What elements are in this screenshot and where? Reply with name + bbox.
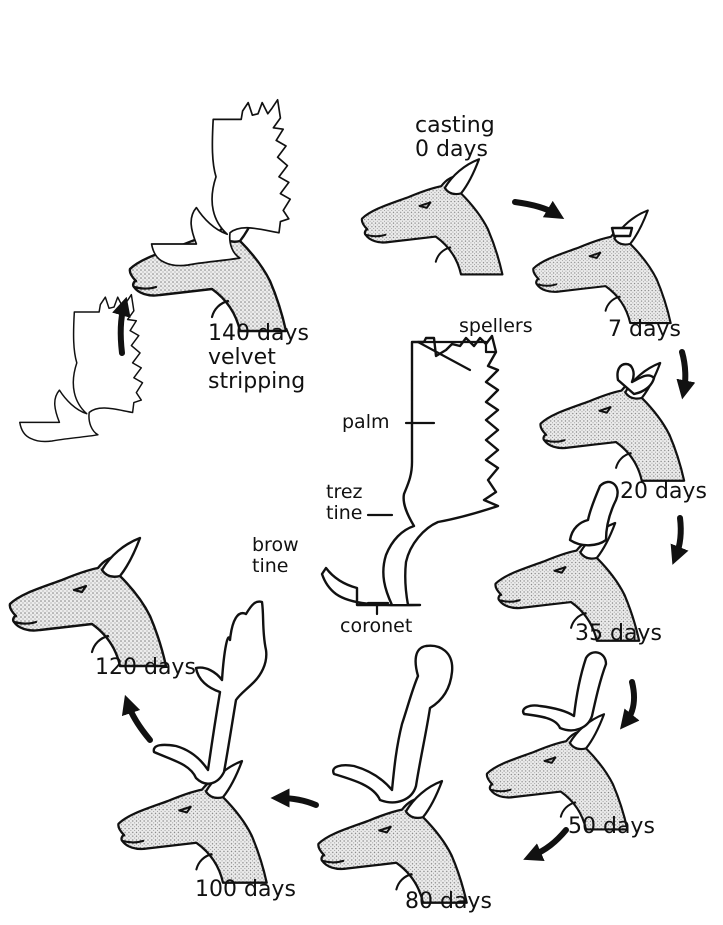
part-label-line: tine	[252, 556, 299, 577]
stage-label-line: 20 days	[620, 480, 707, 504]
head-stage-7-days	[533, 210, 670, 323]
head-stage-0-days	[362, 159, 503, 274]
part-label-trez-tine: trez tine	[326, 482, 363, 524]
stage-label-50-days: 50 days	[568, 815, 655, 839]
stage-label-line: 7 days	[608, 318, 681, 342]
head-stage-80-days	[318, 646, 466, 903]
stage-label-line: 120 days	[95, 656, 196, 680]
part-label-palm: palm	[342, 412, 390, 433]
stage-label-7-days: 7 days	[608, 318, 681, 342]
stage-label-line: 100 days	[195, 878, 296, 902]
head-stage-50-days	[487, 652, 628, 829]
part-label-spellers: spellers	[459, 316, 533, 337]
stage-label-100-days: 100 days	[195, 878, 296, 902]
stage-label-80-days: 80 days	[405, 890, 492, 914]
stage-label-0-days: casting 0 days	[415, 114, 495, 162]
part-label-line: trez	[326, 482, 363, 503]
head-stage-140-days	[130, 100, 290, 331]
head-stage-35-days	[495, 482, 639, 641]
part-label-brow-tine: brow tine	[252, 535, 299, 577]
stage-label-line: casting	[415, 114, 495, 138]
stage-label-line: velvet	[208, 346, 309, 370]
stage-label-line: 50 days	[568, 815, 655, 839]
stage-label-line: 80 days	[405, 890, 492, 914]
part-label-line: tine	[326, 503, 363, 524]
stage-label-35-days: 35 days	[575, 622, 662, 646]
head-stage-20-days	[540, 363, 684, 481]
stage-label-line: stripping	[208, 370, 309, 394]
antler-anatomy-diagram	[322, 336, 498, 614]
stage-label-140-days: 140 days velvet stripping	[208, 322, 309, 394]
head-stage-120-days	[10, 295, 166, 666]
stage-label-20-days: 20 days	[620, 480, 707, 504]
stage-label-line: 140 days	[208, 322, 309, 346]
stage-label-line: 35 days	[575, 622, 662, 646]
stage-label-120-days: 120 days	[95, 656, 196, 680]
part-label-line: brow	[252, 535, 299, 556]
stage-label-line: 0 days	[415, 138, 495, 162]
part-label-coronet: coronet	[340, 616, 412, 637]
